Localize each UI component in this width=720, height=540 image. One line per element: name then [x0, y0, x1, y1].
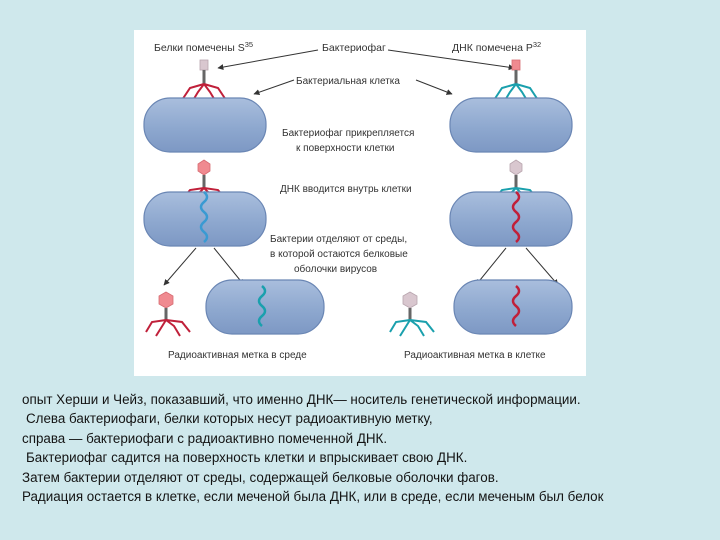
dna-strand [257, 285, 267, 327]
empty-phage-coat [389, 291, 435, 337]
caption-line: Бактериофаг садится на поверхность клетк… [26, 450, 468, 466]
bacterial-cell [449, 191, 573, 247]
center-header-label: Бактериофаг [322, 42, 386, 54]
separate-label-line3: оболочки вирусов [294, 263, 377, 275]
pointer-arrow [415, 79, 453, 95]
pointer-arrow [475, 247, 507, 286]
pointer-arrow [253, 79, 295, 96]
caption-line: опыт Херши и Чейз, показавший, что именн… [22, 392, 581, 407]
dna-strand [511, 285, 521, 327]
bacterial-cell [449, 97, 573, 153]
pointer-arrow [213, 247, 245, 286]
dna-strand [199, 191, 209, 243]
attach-label-line2: к поверхности клетки [296, 143, 394, 154]
separate-label-line1: Бактерии отделяют от среды, [270, 234, 407, 245]
pointer-arrow [217, 49, 319, 70]
phage-protein-labeled [181, 59, 227, 103]
pointer-arrow [163, 247, 197, 286]
phage-dna-labeled [493, 59, 539, 103]
dna-strand [511, 191, 521, 243]
bacterial-cell-label: Бактериальная клетка [296, 76, 400, 87]
pointer-arrow [387, 49, 515, 71]
bacterial-cell [143, 97, 267, 153]
left-result-label: Радиоактивная метка в среде [168, 350, 307, 361]
caption-line: Затем бактерии отделяют от среды, содерж… [22, 469, 499, 485]
left-header-label: Белки помечены S35 [154, 40, 253, 54]
dna-inject-label: ДНК вводится внутрь клетки [280, 184, 412, 195]
pointer-arrow [525, 247, 559, 286]
caption-line: Слева бактериофаги, белки которых несут … [26, 411, 433, 427]
bacterial-cell [205, 279, 325, 335]
phage-protein-labeled [181, 159, 227, 203]
caption-line: Радиация остается в клетке, если меченой… [22, 489, 604, 505]
separate-label-line2: в которой остаются белковые [270, 248, 408, 260]
caption-line: справа — бактериофаги с радиоактивно пом… [22, 430, 388, 446]
caption-text: опыт Херши и Чейз, показавший, что именн… [22, 390, 720, 506]
empty-phage-coat [145, 291, 191, 337]
hershey-chase-diagram: Белки помечены S35 Бактериофаг ДНК помеч… [134, 30, 586, 376]
attach-label-line1: Бактериофаг прикрепляется [282, 127, 414, 139]
bacterial-cell [453, 279, 573, 335]
right-header-label: ДНК помечена P32 [452, 40, 541, 54]
right-result-label: Радиоактивная метка в клетке [404, 350, 546, 361]
